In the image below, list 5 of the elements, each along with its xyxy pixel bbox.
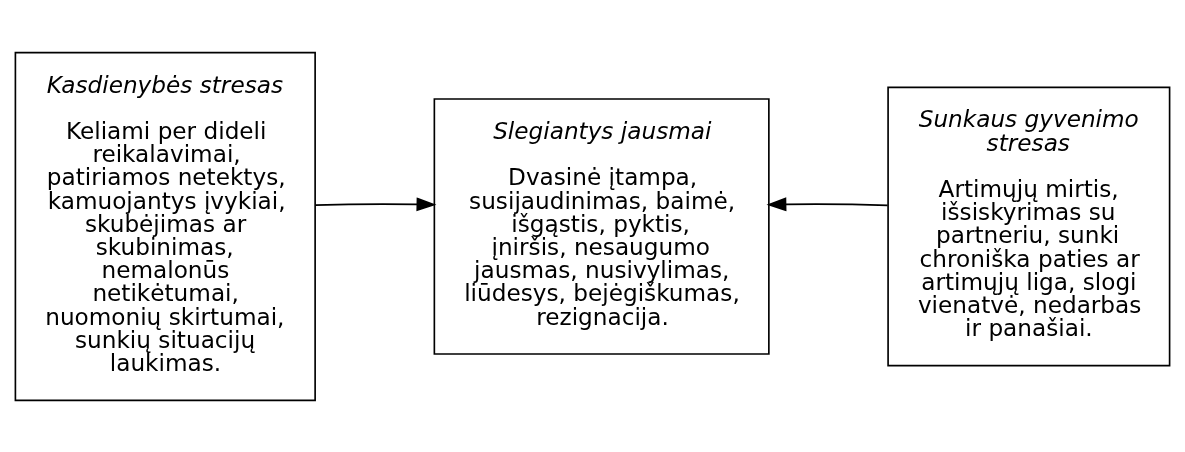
node-box: Sunkaus gyvenimo stresas Artimųjų mirtis, išsiskyrimas su partneriu, sunki chroniška paties ar artimųjų liga, slogi vienatvė, nedarbas ir panašiai. bbox=[887, 86, 1171, 366]
node-box: Kasdienybės stresas Keliami per dideli reikalavimai, patiriamos netektys, kamuojantys įvykiai, skubėjimas ar skubinimas, nemalonūs netikėtumai, nuomonių skirtumai, sunkių situacijų laukimas. bbox=[14, 51, 316, 401]
arrow bbox=[314, 196, 437, 211]
arrow bbox=[766, 196, 889, 211]
node-box: Slegiantys jausmai Dvasinė įtampa, susijaudinimas, baimė, išgąstis, pyktis, įniršis, nesaugumo jausmas, nusivylimas, liūdesys, bejėgiškumas, rezignacija. bbox=[433, 97, 770, 355]
